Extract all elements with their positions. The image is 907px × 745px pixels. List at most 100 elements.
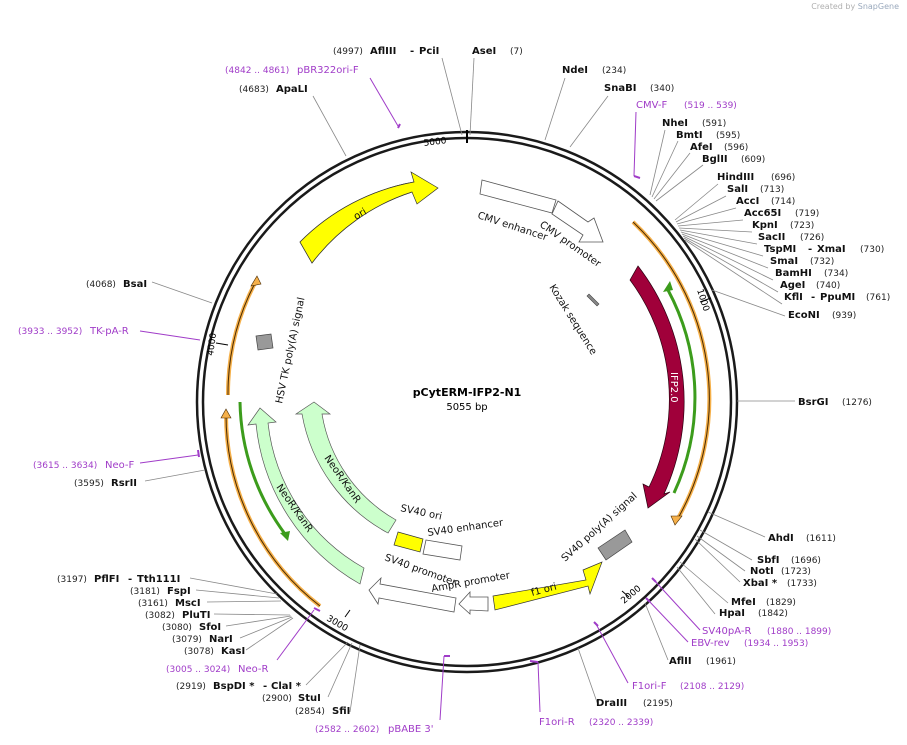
watermark-prefix: Created by	[811, 2, 856, 11]
primer-name-ebv-rev[interactable]: EBV-rev	[691, 638, 730, 649]
site-name-hpaI[interactable]: HpaI	[719, 608, 745, 619]
site-name-accI[interactable]: AccI	[736, 196, 759, 207]
site-pos-kpnI: (723)	[790, 221, 814, 231]
primer-name-neo-f[interactable]: Neo-F	[105, 460, 135, 471]
site-name-smaI[interactable]: SmaI	[770, 256, 798, 267]
site-name-tspMI[interactable]: TspMI	[764, 244, 796, 255]
primer-name-f1ori-r[interactable]: F1ori-R	[539, 717, 575, 728]
primer-range-ebv-rev: (1934 .. 1953)	[744, 639, 808, 649]
site-name-bmtI[interactable]: BmtI	[676, 130, 703, 141]
sv40-polya-feature[interactable]	[597, 529, 633, 561]
site-name-pciI[interactable]: PciI	[419, 46, 439, 57]
site-name-pflFI[interactable]: PflFI	[94, 574, 119, 585]
f1-ori-feature[interactable]	[492, 561, 603, 611]
site-name-bglII[interactable]: BglII	[702, 154, 728, 165]
site-name-rsrII[interactable]: RsrII	[111, 478, 137, 489]
site-name-ndeI[interactable]: NdeI	[562, 65, 588, 76]
tick-label-4000: 4000	[206, 332, 219, 356]
sv40-ori-feature[interactable]	[393, 531, 424, 553]
site-name-snabI[interactable]: SnaBI	[604, 83, 636, 94]
sv40-promoter-feature[interactable]	[368, 576, 457, 613]
site-pos-smaI: (732)	[810, 257, 834, 267]
site-name-acc65I[interactable]: Acc65I	[744, 208, 781, 219]
hsv-tk-polya-feature[interactable]	[255, 333, 274, 351]
ampr-promoter-feature[interactable]	[458, 590, 489, 615]
site-pos-acc65I: (719)	[795, 209, 819, 219]
site-name-apaLI[interactable]: ApaLI	[276, 84, 308, 95]
site-pos-ndeI: (234)	[602, 66, 626, 76]
site-pos-bsrGI: (1276)	[842, 398, 872, 408]
neor-inner-feature[interactable]	[294, 401, 397, 534]
site-name-ppuMI[interactable]: PpuMI	[820, 292, 855, 303]
site-name-narI[interactable]: NarI	[209, 634, 233, 645]
site-name-aflII[interactable]: AflII	[669, 656, 692, 667]
site-name-sfoI[interactable]: SfoI	[199, 622, 221, 633]
site-name-ecoNI[interactable]: EcoNI	[788, 310, 820, 321]
site-name-tth111I[interactable]: Tth111I	[137, 574, 180, 585]
site-name-sbfI[interactable]: SbfI	[757, 555, 779, 566]
site-name-xmaI[interactable]: XmaI	[817, 244, 846, 255]
site-name-aseI[interactable]: AseI	[472, 46, 496, 57]
site-pos-narI: (3079)	[172, 635, 202, 645]
ifp2-feature[interactable]	[629, 265, 685, 509]
site-name-pluTI[interactable]: PluTI	[182, 610, 210, 621]
site-dash-bspDI: -	[263, 681, 267, 692]
site-name-salI[interactable]: SalI	[727, 184, 748, 195]
site-name-kasI[interactable]: KasI	[221, 646, 245, 657]
site-name-mscI[interactable]: MscI	[175, 598, 201, 609]
snapgene-watermark: Created by SnapGene	[811, 2, 899, 11]
sv40-enhancer-feature[interactable]	[422, 539, 463, 561]
site-name-ageI[interactable]: AgeI	[780, 280, 805, 291]
primer-name-sv40pa-r[interactable]: SV40pA-R	[702, 626, 751, 637]
site-name-notI[interactable]: NotI	[750, 566, 774, 577]
site-pos-afeI: (596)	[724, 143, 748, 153]
primer-name-pbabe3[interactable]: pBABE 3'	[388, 724, 434, 735]
cmv-promoter-feature[interactable]	[551, 200, 604, 243]
primer-labels: (4842 .. 4861) pBR322ori-F CMV-F (519 ..…	[18, 65, 831, 735]
primer-name-f1ori-f[interactable]: F1ori-F	[632, 681, 667, 692]
site-name-draIII[interactable]: DraIII	[596, 698, 627, 709]
kozak-feature[interactable]	[586, 293, 600, 307]
site-pos-tspMI: (730)	[860, 245, 884, 255]
site-pos-hpaI: (1842)	[758, 609, 788, 619]
site-name-bspDI[interactable]: BspDI *	[213, 681, 255, 692]
plasmid-size: 5055 bp	[446, 402, 487, 413]
site-name-fspI[interactable]: FspI	[167, 586, 191, 597]
primer-name-pbr322ori-f[interactable]: pBR322ori-F	[297, 65, 359, 76]
snapgene-brand: SnapGene	[857, 2, 899, 11]
site-name-claI[interactable]: ClaI *	[271, 681, 302, 692]
site-name-bamHI[interactable]: BamHI	[775, 268, 812, 279]
site-name-bsaI[interactable]: BsaI	[123, 279, 147, 290]
site-name-ahdI[interactable]: AhdI	[768, 533, 794, 544]
site-pos-ecoNI: (939)	[832, 311, 856, 321]
sv40-ori-label: SV40 ori	[399, 503, 442, 523]
site-name-kflI[interactable]: KflI	[784, 292, 803, 303]
site-name-sfiI[interactable]: SfiI	[332, 706, 350, 717]
tick-label-1000: 1000	[694, 288, 711, 313]
neor-inner-label: NeoR/KanR	[322, 453, 363, 505]
site-name-afeI[interactable]: AfeI	[690, 142, 713, 153]
site-name-nheI[interactable]: NheI	[662, 118, 688, 129]
site-name-sacII[interactable]: SacII	[758, 232, 785, 243]
cmv-enhancer-feature[interactable]	[479, 179, 557, 214]
primer-name-neo-r[interactable]: Neo-R	[238, 664, 269, 675]
site-name-bsrGI[interactable]: BsrGI	[798, 397, 828, 408]
site-name-hindIII[interactable]: HindIII	[717, 172, 754, 183]
site-pos-rsrII: (3595)	[74, 479, 104, 489]
primer-name-tk-pa-r[interactable]: TK-pA-R	[89, 326, 129, 337]
site-pos-sbfI: (1696)	[791, 556, 821, 566]
site-pos-sfoI: (3080)	[162, 623, 192, 633]
primer-name-cmv-f[interactable]: CMV-F	[636, 100, 667, 111]
site-name-aflIII[interactable]: AflIII	[370, 46, 396, 57]
site-name-xbaI[interactable]: XbaI *	[743, 578, 778, 589]
ori-arrow[interactable]	[299, 171, 439, 264]
site-dash-kflI: -	[811, 292, 815, 303]
site-dash-tspMI: -	[808, 244, 812, 255]
site-name-stuI[interactable]: StuI	[298, 693, 321, 704]
site-name-mfeI[interactable]: MfeI	[731, 597, 756, 608]
ifp2-label: IFP2.0	[668, 372, 679, 403]
neor-outer-feature[interactable]	[247, 407, 365, 585]
site-pos-xbaI: (1733)	[787, 579, 817, 589]
site-name-kpnI[interactable]: KpnI	[752, 220, 778, 231]
